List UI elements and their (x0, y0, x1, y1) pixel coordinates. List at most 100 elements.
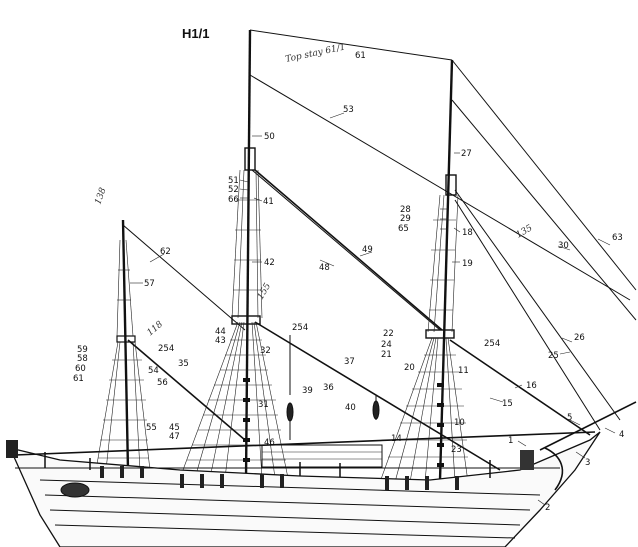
stays (122, 29, 637, 471)
label-53: 53 (343, 105, 354, 115)
label-254-mizzen: 254 (158, 344, 174, 354)
leader-lines (130, 112, 616, 506)
label-19: 19 (462, 259, 473, 269)
label-63: 63 (612, 233, 623, 243)
hull (6, 431, 601, 547)
label-37: 37 (344, 357, 355, 367)
main-shrouds (179, 169, 289, 479)
label-29: 29 (400, 214, 411, 224)
label-11: 11 (458, 366, 469, 376)
label-254-main: 254 (292, 323, 308, 333)
hull-body (8, 431, 601, 547)
label-15: 15 (502, 399, 513, 409)
label-50: 50 (264, 132, 275, 142)
stay-61 (249, 29, 453, 61)
main-top (231, 315, 261, 325)
label-35: 35 (178, 359, 189, 369)
stay-63 (451, 59, 637, 291)
stay-62 (122, 224, 246, 331)
fore-mast (438, 59, 454, 481)
label-18: 18 (462, 228, 473, 238)
fore-top (425, 329, 455, 339)
label-3: 3 (585, 458, 590, 468)
stern-ornament (60, 482, 90, 498)
label-25: 25 (548, 351, 559, 361)
stern-post (6, 440, 18, 458)
main-masthead (244, 147, 256, 171)
deadeyes (100, 466, 459, 490)
fore-masthead (445, 174, 457, 196)
label-5: 5 (567, 413, 572, 423)
stay-16 (449, 339, 591, 436)
stay-26 (454, 199, 601, 431)
label-43: 43 (215, 336, 226, 346)
label-30: 30 (558, 241, 569, 251)
mizzen-top (116, 335, 136, 343)
mizzen-mast (121, 219, 130, 471)
label-42: 42 (264, 258, 275, 268)
label-59: 59 (77, 345, 88, 355)
label-28: 28 (400, 205, 411, 215)
label-56: 56 (157, 378, 168, 388)
label-61: 61 (355, 51, 366, 61)
label-54: 54 (148, 366, 159, 376)
part-labels: 50 53 61 51 52 66 41 42 62 57 49 48 254 … (73, 51, 624, 513)
label-49: 49 (362, 245, 373, 255)
label-52: 52 (228, 185, 239, 195)
label-20: 20 (404, 363, 415, 373)
stay-25 (454, 189, 621, 421)
label-58: 58 (77, 354, 88, 364)
bow-cathead (520, 450, 534, 470)
label-60: 60 (75, 364, 86, 374)
label-48: 48 (319, 263, 330, 273)
label-41: 41 (263, 197, 274, 207)
label-31: 31 (258, 400, 269, 410)
stay-63b (451, 99, 637, 321)
label-1: 1 (508, 436, 513, 446)
mizzen-shrouds (95, 239, 151, 471)
label-61b: 61 (73, 374, 84, 384)
label-51: 51 (228, 176, 239, 186)
label-24: 24 (381, 340, 392, 350)
label-57: 57 (144, 279, 155, 289)
label-10: 10 (454, 418, 465, 428)
label-22: 22 (383, 329, 394, 339)
label-16: 16 (526, 381, 537, 391)
annotation-118: 118 (146, 319, 166, 338)
stay-48 (251, 169, 441, 331)
stay-49 (254, 169, 443, 331)
label-36: 36 (323, 383, 334, 393)
annotation-138: 138 (93, 186, 108, 206)
label-45: 45 (169, 423, 180, 433)
stay-53 (249, 74, 631, 301)
label-40: 40 (345, 403, 356, 413)
label-27: 27 (461, 149, 472, 159)
annotation-155: 155 (256, 281, 273, 301)
label-32: 32 (260, 346, 271, 356)
sheet-code: H1/1 (182, 26, 209, 41)
label-2: 2 (545, 503, 550, 513)
label-62: 62 (160, 247, 171, 257)
label-26: 26 (574, 333, 585, 343)
label-66: 66 (228, 195, 239, 205)
label-254-fore: 254 (484, 339, 500, 349)
label-23: 23 (451, 445, 462, 455)
label-47: 47 (169, 432, 180, 442)
hanging-tackles (286, 335, 380, 440)
fore-shrouds (379, 194, 469, 483)
label-4: 4 (619, 430, 624, 440)
stay-37 (254, 321, 501, 471)
label-39: 39 (302, 386, 313, 396)
label-44: 44 (215, 327, 226, 337)
bowsprit (539, 401, 637, 451)
label-46: 46 (264, 438, 275, 448)
main-mast (244, 29, 252, 481)
label-55: 55 (146, 423, 157, 433)
deck-stanchions (44, 452, 491, 478)
label-65: 65 (398, 224, 409, 234)
label-14: 14 (391, 434, 402, 444)
annotation-top-stay: Top stay 61/1 (285, 42, 347, 64)
label-21: 21 (381, 350, 392, 360)
deckhouse (261, 444, 383, 468)
